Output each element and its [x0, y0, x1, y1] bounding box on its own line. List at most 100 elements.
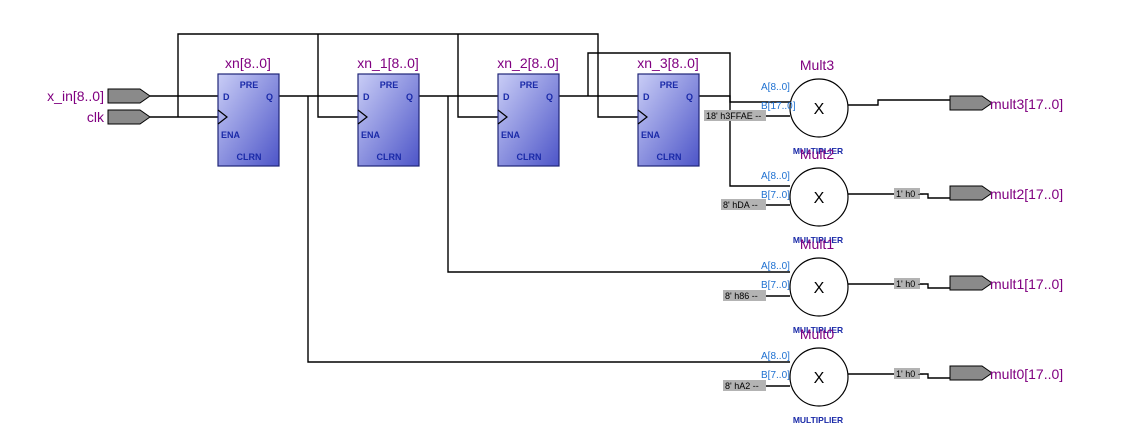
multiplier-type-label: MULTIPLIER [793, 146, 843, 156]
pin-clrn: CLRN [237, 152, 262, 162]
output-constant-value: 1' h0 -- [896, 279, 924, 289]
clock-triangle-icon [637, 109, 648, 125]
pin-ena: ENA [361, 130, 381, 140]
output-port-mult2[interactable]: mult2[17..0] [949, 185, 1063, 202]
register-body [637, 73, 700, 167]
clock-triangle-icon [497, 109, 508, 125]
pin-pre: PRE [660, 80, 679, 90]
register-name: xn_3[8..0] [637, 55, 699, 71]
output-port-mult3[interactable]: mult3[17..0] [949, 95, 1063, 112]
constant-box [721, 199, 766, 210]
constant-box [723, 380, 766, 391]
port-a-label: A[8..0] [761, 351, 790, 362]
output-constant-box [894, 188, 920, 199]
wire-out-mult3 [848, 99, 950, 106]
wire-xn-to-mult0 [307, 96, 790, 363]
wire-xn2-to-mult2 [587, 52, 790, 187]
output-port-mult1[interactable]: mult1[17..0] [949, 275, 1063, 292]
multiplier-name: Mult0 [800, 326, 834, 342]
multiplier-type-label: MULTIPLIER [793, 235, 843, 245]
multiplier-name: Mult1 [800, 236, 834, 252]
pin-clrn: CLRN [517, 152, 542, 162]
multiplier-type-label: MULTIPLIER [793, 325, 843, 335]
pin-q: Q [686, 92, 693, 102]
multiplier-mult0[interactable]: Mult0 A[8..0] B[7..0] 8' hA2 -- X MULTIP… [723, 326, 924, 425]
constant-value: 18' h3FFAE -- [706, 111, 761, 121]
output-constant-value: 1' h0 -- [896, 189, 924, 199]
output-arrow-icon [949, 185, 993, 201]
pin-d: D [223, 92, 230, 102]
register-xn-3[interactable]: xn_3[8..0] PRE D Q ENA CLRN [637, 55, 700, 167]
wire-clock-bus [177, 33, 638, 118]
pin-q: Q [546, 92, 553, 102]
input-label: clk [87, 109, 105, 125]
constant-box [704, 110, 766, 121]
port-a-label: A[8..0] [761, 171, 790, 182]
pin-d: D [503, 92, 510, 102]
input-arrow-icon [107, 88, 151, 104]
wire-out-mult1-b [920, 283, 950, 289]
register-name: xn_1[8..0] [357, 55, 419, 71]
register-xn-2[interactable]: xn_2[8..0] PRE D Q ENA CLRN [497, 55, 560, 167]
input-port-x-in[interactable]: x_in[8..0] [47, 88, 151, 104]
multiplier-body [789, 167, 849, 227]
output-arrow-icon [949, 95, 993, 111]
register-name: xn_2[8..0] [497, 55, 559, 71]
pin-clrn: CLRN [657, 152, 682, 162]
output-label: mult0[17..0] [990, 366, 1063, 382]
pin-clrn: CLRN [377, 152, 402, 162]
multiplier-mult3[interactable]: Mult3 A[8..0] B[17..0] 18' h3FFAE -- X M… [704, 57, 849, 156]
pin-ena: ENA [501, 130, 521, 140]
multiplier-name: Mult2 [800, 146, 834, 162]
constant-value: 8' hA2 -- [725, 381, 759, 391]
clock-triangle-icon [217, 109, 228, 125]
port-a-label: A[8..0] [761, 82, 790, 93]
multiplier-name: Mult3 [800, 57, 834, 73]
multiply-symbol: X [814, 190, 825, 207]
wire-out-mult2-b [920, 193, 950, 199]
output-constant-box [894, 368, 920, 379]
port-b-label: B[7..0] [761, 280, 790, 291]
multiplier-mult1[interactable]: Mult1 A[8..0] B[7..0] 8' h86 -- X MULTIP… [723, 236, 924, 335]
output-port-mult0[interactable]: mult0[17..0] [949, 365, 1063, 382]
wire-xn1-to-mult1 [447, 96, 790, 273]
register-name: xn[8..0] [225, 55, 271, 71]
multiply-symbol: X [814, 101, 825, 118]
register-body [217, 73, 280, 167]
input-label: x_in[8..0] [47, 88, 104, 104]
register-xn-1[interactable]: xn_1[8..0] PRE D Q ENA CLRN [357, 55, 420, 167]
pin-pre: PRE [240, 80, 259, 90]
clock-triangle-icon [357, 109, 368, 125]
input-port-clk[interactable]: clk [87, 109, 151, 125]
output-constant-box [894, 278, 920, 289]
multiply-symbol: X [814, 280, 825, 297]
wire-clock-xn1 [317, 34, 358, 118]
input-arrow-icon [107, 109, 151, 125]
wire-out-mult0-b [920, 373, 950, 379]
multiplier-body [789, 347, 849, 407]
output-label: mult2[17..0] [990, 186, 1063, 202]
register-body [357, 73, 420, 167]
pin-d: D [643, 92, 650, 102]
pin-ena: ENA [641, 130, 661, 140]
pin-q: Q [406, 92, 413, 102]
pin-pre: PRE [520, 80, 539, 90]
multiplier-mult2[interactable]: Mult2 A[8..0] B[7..0] 8' hDA -- X MULTIP… [721, 146, 924, 245]
wire-clock-xn2 [457, 34, 498, 118]
register-xn[interactable]: xn[8..0] PRE D Q ENA CLRN [217, 55, 280, 167]
output-label: mult1[17..0] [990, 276, 1063, 292]
multiplier-type-label: MULTIPLIER [793, 415, 843, 425]
pin-ena: ENA [221, 130, 241, 140]
output-arrow-icon [949, 275, 993, 291]
output-constant-value: 1' h0 -- [896, 369, 924, 379]
pin-d: D [363, 92, 370, 102]
port-b-label: B[7..0] [761, 190, 790, 201]
port-a-label: A[8..0] [761, 261, 790, 272]
constant-value: 8' hDA -- [723, 200, 758, 210]
port-b-label: B[7..0] [761, 370, 790, 381]
pin-q: Q [266, 92, 273, 102]
output-label: mult3[17..0] [990, 96, 1063, 112]
register-body [497, 73, 560, 167]
multiplier-body [789, 78, 849, 138]
